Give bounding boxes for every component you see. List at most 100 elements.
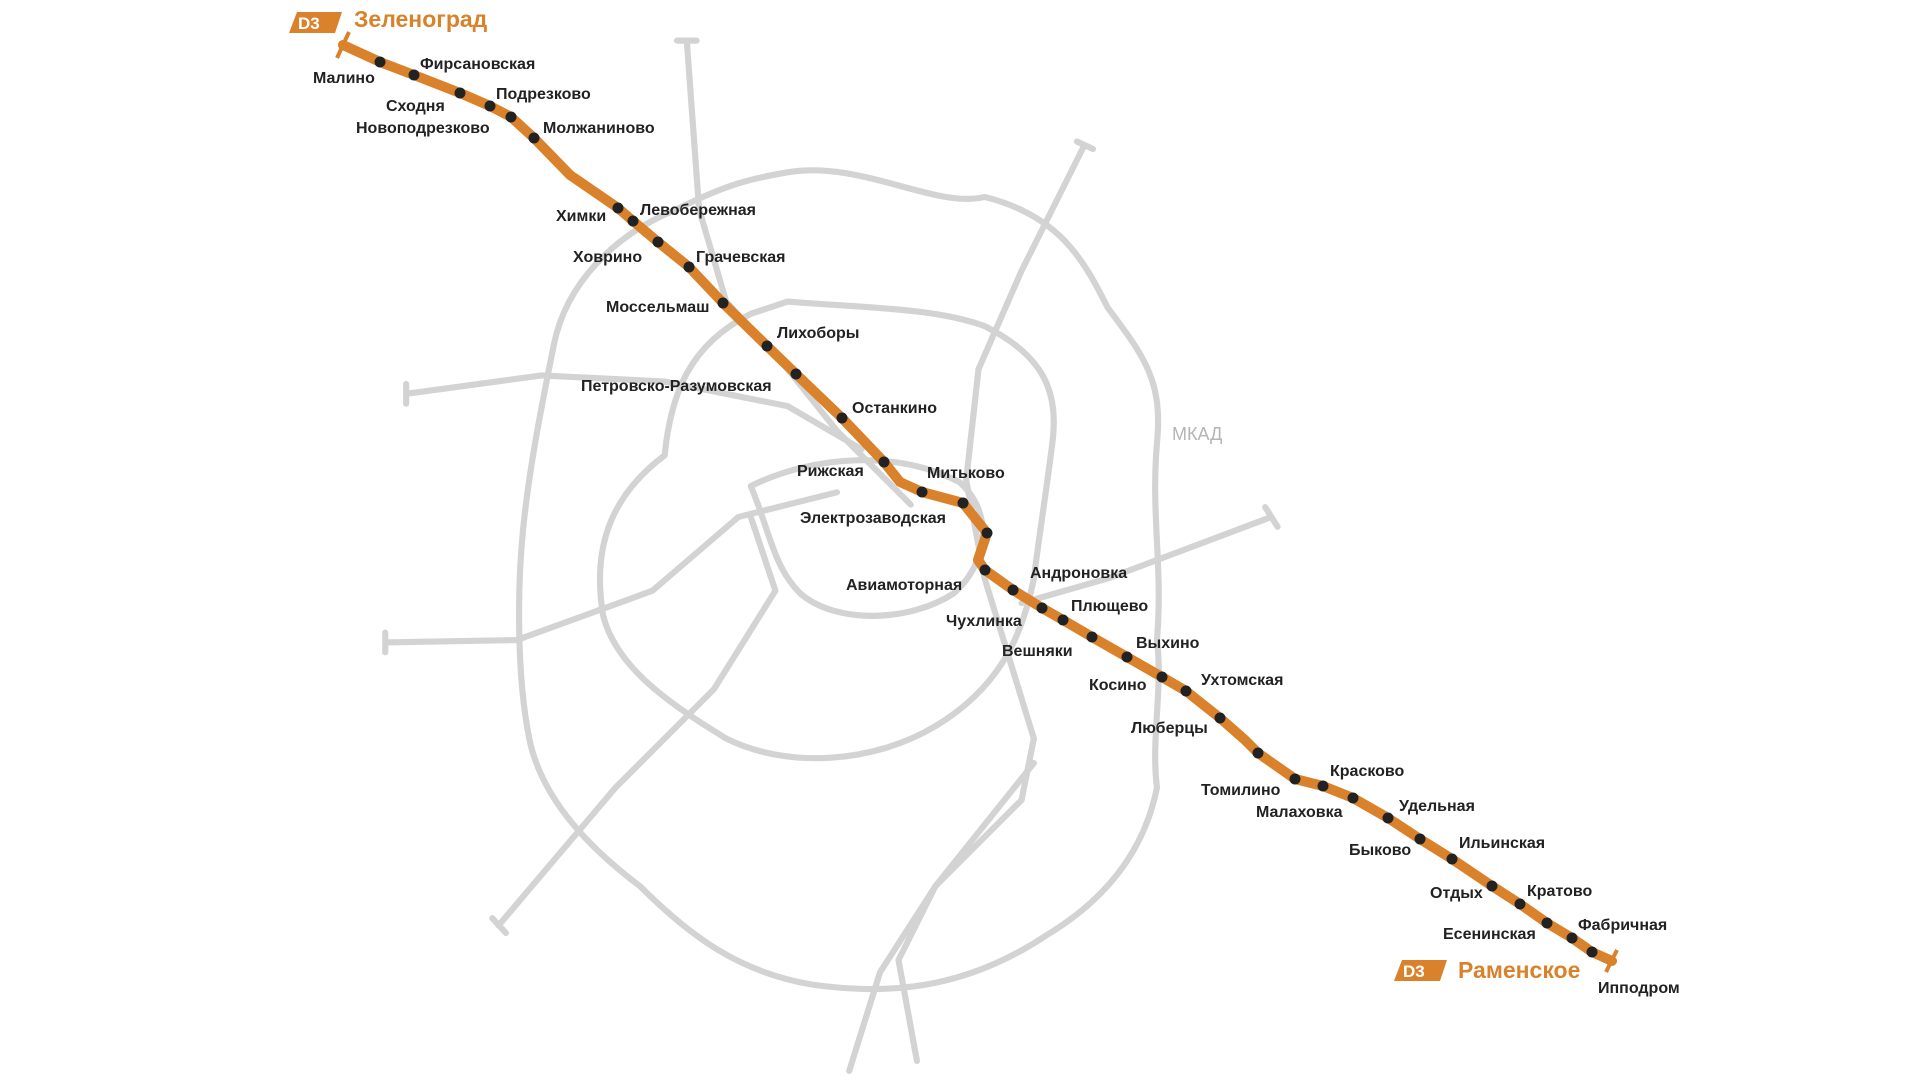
station[interactable]: Удельная (1347, 792, 1475, 816)
radial-northeast (846, 138, 1097, 1074)
station-dot (717, 297, 729, 309)
station[interactable]: Рижская (797, 456, 890, 481)
station-dot (1382, 812, 1394, 824)
terminus-north-label: Зеленоград (354, 6, 488, 32)
station[interactable]: Подрезково (484, 86, 592, 112)
station[interactable]: Быково (1349, 812, 1411, 860)
station-dot (1036, 602, 1048, 614)
radial-west (403, 372, 865, 453)
station-label: Химки (556, 208, 606, 225)
terminus-south-label: Раменское (1458, 957, 1580, 983)
station-dot (836, 412, 848, 424)
d3-badge-north (289, 12, 342, 33)
station-dot (1057, 614, 1069, 626)
d3-badge-south-text: D3 (1403, 962, 1425, 981)
station-dot (454, 87, 466, 99)
station[interactable]: Ухтомская (1180, 672, 1284, 697)
station[interactable]: Останкино (836, 400, 938, 424)
third-ring (596, 298, 1057, 762)
radial-east (1018, 504, 1281, 607)
terminus-south: D3 Раменское (1394, 957, 1580, 983)
station[interactable]: Ильинская (1414, 833, 1546, 853)
station[interactable]: Сходня (386, 87, 466, 116)
station-label: Новоподрезково (356, 120, 490, 137)
station-label: Рижская (797, 463, 864, 480)
station[interactable]: Кратово (1486, 880, 1593, 901)
station-dot (1347, 792, 1359, 804)
station-dot (1446, 853, 1458, 865)
station-dot (1414, 833, 1426, 845)
track-end-caps (335, 31, 1619, 973)
radial-southwest-diagonal (489, 513, 779, 937)
station-dot (1486, 880, 1498, 892)
station-label: Кратово (1527, 883, 1592, 900)
station[interactable]: Андроновка (1007, 565, 1128, 596)
station[interactable]: Люберцы (1131, 712, 1226, 738)
station[interactable]: Моссельмаш (606, 297, 729, 317)
station-dot (1566, 932, 1578, 944)
station[interactable]: Малино (313, 56, 386, 88)
station-dot (1007, 584, 1019, 596)
station[interactable]: Фирсановская (408, 56, 536, 81)
station[interactable]: Выхино (1121, 635, 1200, 663)
station-dot (957, 497, 969, 509)
station-dot (1541, 917, 1553, 929)
station[interactable]: Петровско-Разумовская (581, 368, 802, 396)
station[interactable]: Новоподрезково (356, 111, 517, 138)
station[interactable]: Отдых (1430, 853, 1483, 903)
station-dot (1086, 631, 1098, 643)
station[interactable]: Левобережная (627, 202, 757, 227)
station[interactable]: Косино (1089, 671, 1168, 695)
station-label: Грачевская (696, 249, 786, 266)
station-dot (1586, 946, 1598, 958)
station-label: Петровско-Разумовская (581, 378, 772, 395)
station[interactable]: Фабричная (1541, 917, 1668, 934)
station-label: Останкино (852, 400, 937, 417)
station[interactable]: Ипподром (1586, 946, 1680, 998)
d3-badge-south (1394, 960, 1447, 981)
station-label: Малино (313, 70, 375, 87)
station-dot (1214, 712, 1226, 724)
station-dot (981, 527, 993, 539)
inner-ring (747, 457, 986, 619)
station[interactable]: Есенинская (1443, 898, 1536, 944)
station-label: Ховрино (573, 249, 642, 266)
station[interactable]: Ховрино (573, 236, 664, 267)
station-label: Андроновка (1030, 565, 1127, 582)
station-label: Выхино (1136, 635, 1200, 652)
station-dot (1317, 780, 1329, 792)
station-label: Красково (1330, 763, 1405, 780)
station-label: Ухтомская (1201, 672, 1283, 689)
station[interactable]: Авиамоторная (846, 564, 991, 595)
station[interactable]: Грачевская (683, 249, 786, 273)
station-dot (374, 56, 386, 68)
station[interactable]: Химки (556, 202, 624, 226)
station-dot (1180, 685, 1192, 697)
station[interactable]: Чухлинка (946, 602, 1048, 631)
station[interactable]: Электрозаводская (800, 497, 969, 528)
radial-south (895, 760, 1037, 1065)
station[interactable]: Томилино (1201, 747, 1281, 800)
station-dot (612, 202, 624, 214)
station-label: Электрозаводская (800, 510, 946, 527)
station-dot (878, 456, 890, 468)
radial-north (673, 37, 914, 508)
station[interactable]: Лихоборы (761, 325, 860, 352)
station-dot (408, 69, 420, 81)
station-label: Быково (1349, 842, 1411, 859)
station[interactable]: Молжаниново (528, 120, 655, 144)
station-label: Удельная (1399, 798, 1475, 815)
station[interactable]: Красково (1289, 763, 1405, 785)
station-dot (627, 215, 639, 227)
station-label: Сходня (386, 98, 445, 115)
station[interactable]: Вешняки (1002, 631, 1098, 661)
station[interactable]: Плющево (1057, 598, 1149, 626)
station-label: Фирсановская (420, 56, 535, 73)
station-label: Есенинская (1443, 926, 1536, 943)
station-dot (1121, 651, 1133, 663)
station-dot (1514, 898, 1526, 910)
station-label: Ипподром (1598, 980, 1680, 997)
station[interactable]: Митьково (916, 465, 1006, 498)
station-dot (1156, 671, 1168, 683)
station[interactable]: Малаховка (1256, 780, 1343, 822)
